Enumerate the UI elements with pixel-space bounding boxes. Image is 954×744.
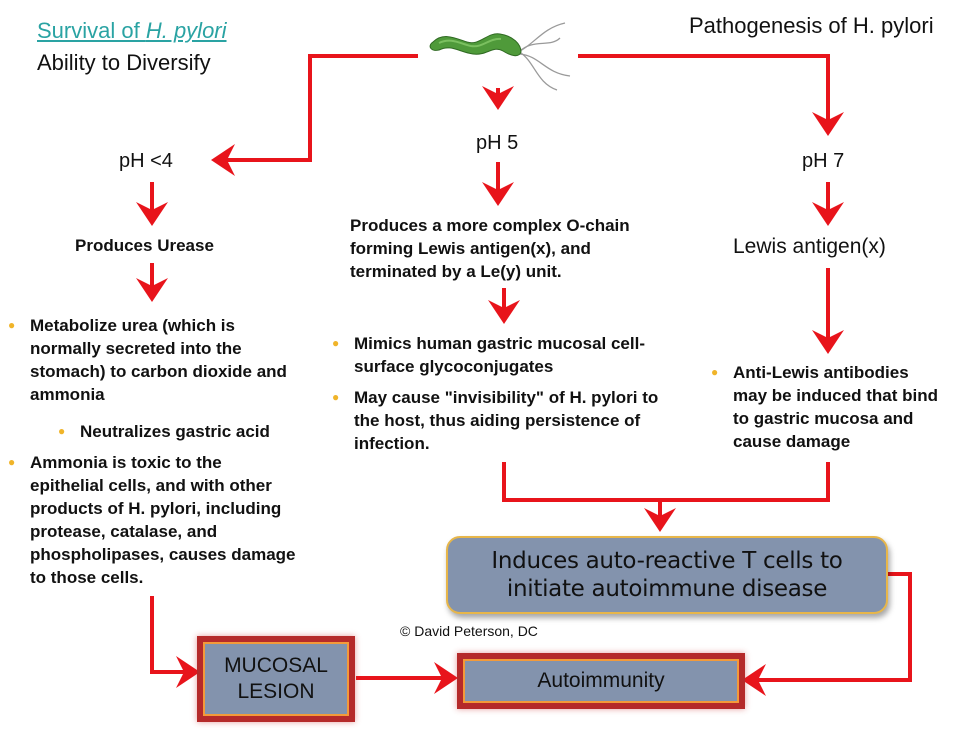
bullet-icon: ●	[58, 424, 66, 438]
list-item: ●Ammonia is toxic to the epithelial cell…	[8, 453, 296, 587]
ochain-step: Produces a more complex O-chain forming …	[350, 216, 630, 281]
autoreactive-t-cells-box: Induces auto-reactive T cells to initiat…	[446, 536, 888, 614]
bullet-icon: ●	[332, 390, 340, 404]
copyright: © David Peterson, DC	[400, 623, 538, 639]
bacterium-icon	[429, 22, 571, 91]
ph7-label: pH 7	[802, 150, 845, 172]
arrow-middle-to-autoreactive	[502, 462, 676, 532]
list-item: ●Anti-Lewis antibodies may be induced th…	[711, 363, 938, 451]
bullet-icon: ●	[8, 318, 16, 332]
survival-title-italic: H. pylori	[145, 18, 227, 43]
left-bullets: ●Metabolize urea (which is normally secr…	[8, 314, 300, 589]
list-item: ●Mimics human gastric mucosal cell-surfa…	[332, 334, 645, 376]
page-title: Pathogenesis of H. pylori	[689, 13, 934, 38]
arrow-top-to-left	[211, 54, 418, 176]
subtitle: Ability to Diversify	[37, 50, 211, 75]
arrow-left-to-mucosal	[150, 596, 200, 688]
ph5-label: pH 5	[476, 132, 519, 154]
arrow-top-to-right	[578, 54, 844, 136]
arrow-autoreactive-to-autoimmunity	[742, 572, 912, 696]
survival-title-prefix: Survival of	[37, 18, 146, 43]
list-item: ●May cause "invisibility" of H. pylori t…	[332, 388, 659, 453]
bullet-icon: ●	[332, 336, 340, 350]
arrow-right-merge	[660, 462, 830, 502]
autoimmunity-box: Autoimmunity	[457, 653, 745, 709]
list-item: ●Neutralizes gastric acid	[58, 422, 270, 441]
right-bullets: ●Anti-Lewis antibodies may be induced th…	[711, 361, 943, 453]
middle-bullets: ●Mimics human gastric mucosal cell-surfa…	[332, 332, 674, 455]
lewis-step: Lewis antigen(x)	[733, 235, 886, 258]
list-item: ●Metabolize urea (which is normally secr…	[8, 316, 287, 404]
ph4-label: pH <4	[119, 150, 173, 172]
urease-step: Produces Urease	[75, 236, 214, 255]
survival-title-link[interactable]: Survival of H. pylori	[37, 18, 227, 44]
bullet-icon: ●	[8, 455, 16, 469]
bullet-icon: ●	[711, 365, 719, 379]
